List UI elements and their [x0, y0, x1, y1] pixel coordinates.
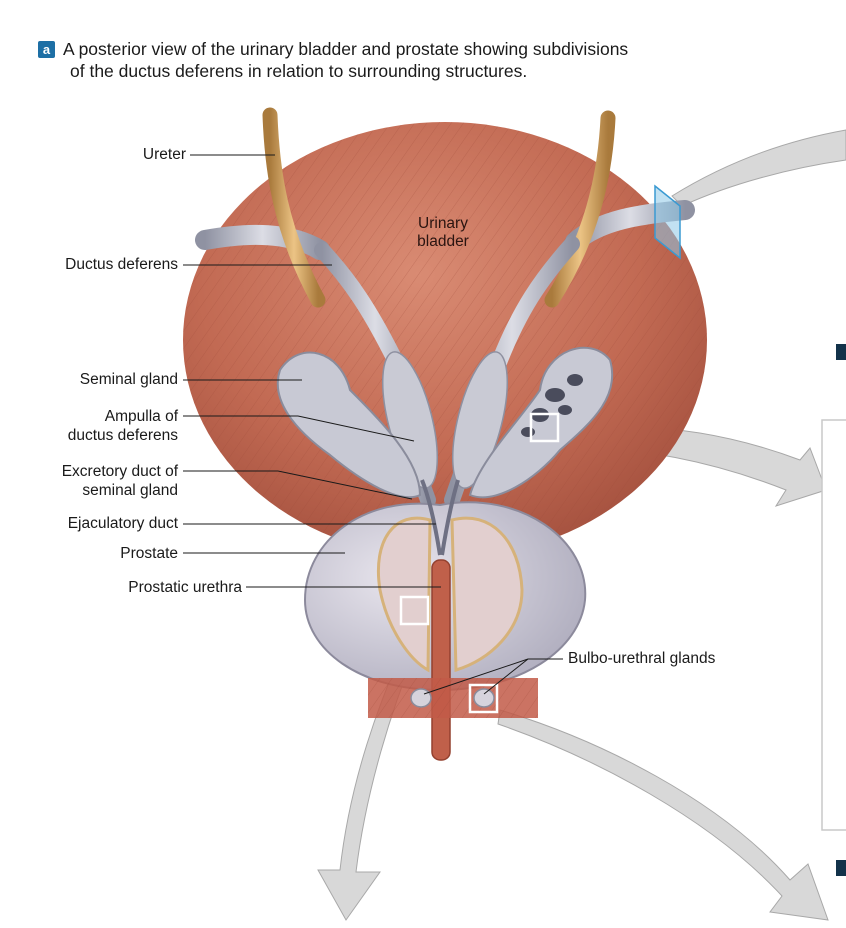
- panel-badge-c: [836, 860, 846, 876]
- ampulla-right: [452, 351, 508, 489]
- leader-lines: [183, 154, 563, 695]
- caption-badge: a: [38, 41, 55, 58]
- figure-caption: a A posterior view of the urinary bladder…: [38, 38, 758, 82]
- panel-badge-b: [836, 344, 846, 360]
- seminal-gland-left: [276, 351, 422, 499]
- detail-box-seminal: [529, 412, 560, 443]
- prostate-cut-right: [450, 516, 524, 672]
- label-excretory-duct-line1: Excretory duct of: [61, 463, 178, 480]
- label-urinary-bladder: Urinary bladder: [398, 215, 488, 251]
- ejaculatory-ducts: [420, 479, 460, 556]
- label-ampulla-line2: ductus deferens: [67, 427, 178, 444]
- ductus-deferens-left-end: [195, 224, 330, 260]
- label-urinary-bladder-line2: bladder: [417, 233, 469, 250]
- cross-section-plane: [654, 184, 681, 260]
- ureter-right: [544, 110, 616, 308]
- partial-panel-frame: [821, 419, 846, 831]
- detail-box-bulbo: [468, 683, 499, 714]
- label-ampulla: Ampulla of ductus deferens: [20, 407, 178, 445]
- arrow-bottom-right: [497, 709, 829, 921]
- label-excretory-duct: Excretory duct of seminal gland: [20, 462, 178, 500]
- label-ejaculatory-duct: Ejaculatory duct: [67, 515, 178, 532]
- arrow-top-right: [671, 129, 846, 207]
- label-ureter: Ureter: [142, 146, 186, 163]
- label-ampulla-line1: Ampulla of: [104, 408, 178, 425]
- prostatic-urethra: [431, 559, 451, 761]
- label-prostatic-urethra: Prostatic urethra: [128, 579, 242, 596]
- detail-box-prostate: [399, 595, 430, 626]
- bulbo-urethral-gland-right: [473, 688, 495, 708]
- caption-line-1: A posterior view of the urinary bladder …: [63, 39, 629, 59]
- caption-line-2: of the ductus deferens in relation to su…: [70, 61, 528, 81]
- label-prostate: Prostate: [120, 545, 178, 562]
- label-bulbo-urethral-glands: Bulbo-urethral glands: [568, 650, 716, 667]
- label-excretory-duct-line2: seminal gland: [82, 482, 178, 499]
- label-ductus-deferens: Ductus deferens: [65, 256, 178, 273]
- ureter-left: [262, 107, 326, 308]
- label-urinary-bladder-line1: Urinary: [418, 215, 468, 232]
- label-seminal-gland: Seminal gland: [79, 371, 178, 388]
- bulbo-urethral-gland-left: [410, 688, 432, 708]
- prostate-cut-left: [376, 516, 432, 673]
